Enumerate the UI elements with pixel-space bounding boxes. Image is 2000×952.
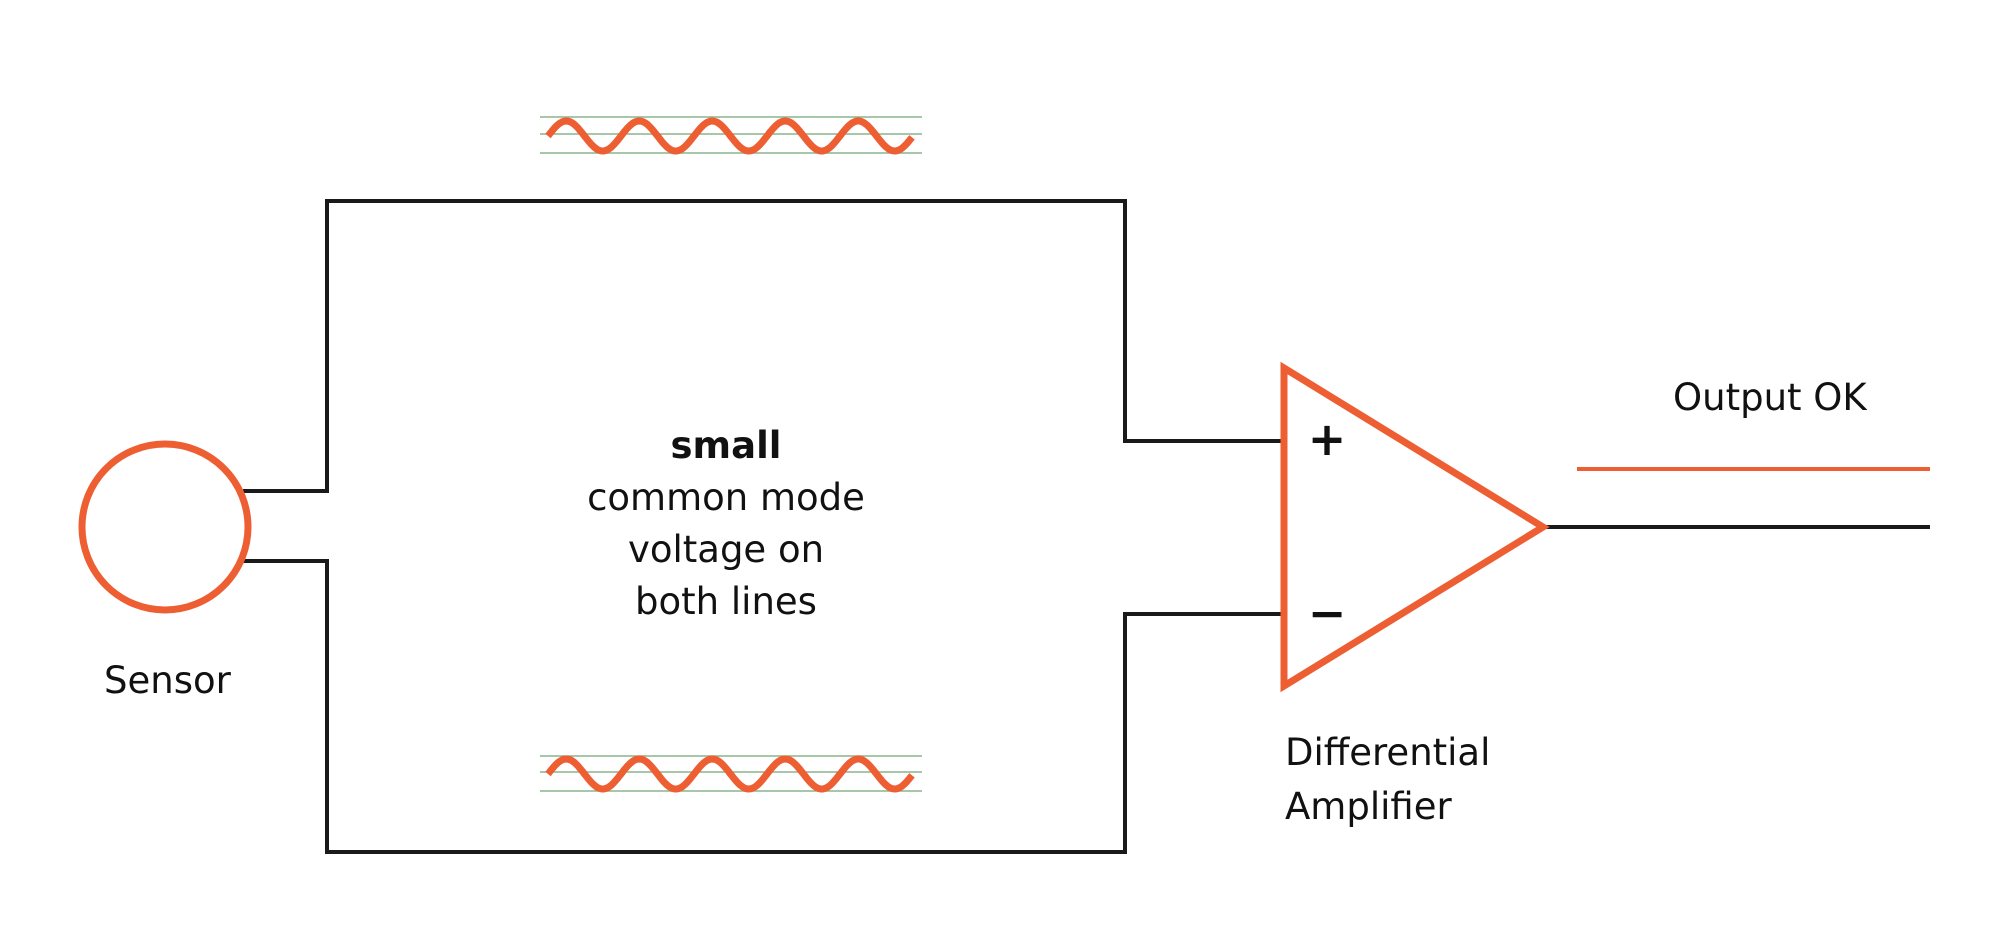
common-mode-emphasis: small [670, 424, 782, 467]
lower-signal-wire [243, 559, 1283, 854]
top-noise-sine [545, 117, 915, 155]
sensor-circle [78, 440, 252, 614]
bottom-noise-sine [545, 755, 915, 793]
common-mode-note: small common mode voltage on both lines [526, 420, 926, 628]
bottom-noise-wave [540, 755, 922, 793]
upper-signal-wire [243, 199, 1283, 493]
amplifier-label-line-1: Differential [1285, 731, 1491, 774]
common-mode-line-2: voltage on [627, 528, 825, 571]
plus-sign: + [1308, 412, 1347, 466]
amplifier-label-line-2: Amplifier [1285, 785, 1452, 828]
top-noise-wave [540, 116, 922, 155]
output-label: Output OK [1673, 376, 1867, 419]
common-mode-line-1: common mode [587, 476, 865, 519]
amplifier-triangle [1280, 361, 1550, 693]
common-mode-line-3: both lines [635, 580, 817, 623]
minus-sign: − [1308, 586, 1347, 640]
sensor-label: Sensor [104, 659, 231, 702]
